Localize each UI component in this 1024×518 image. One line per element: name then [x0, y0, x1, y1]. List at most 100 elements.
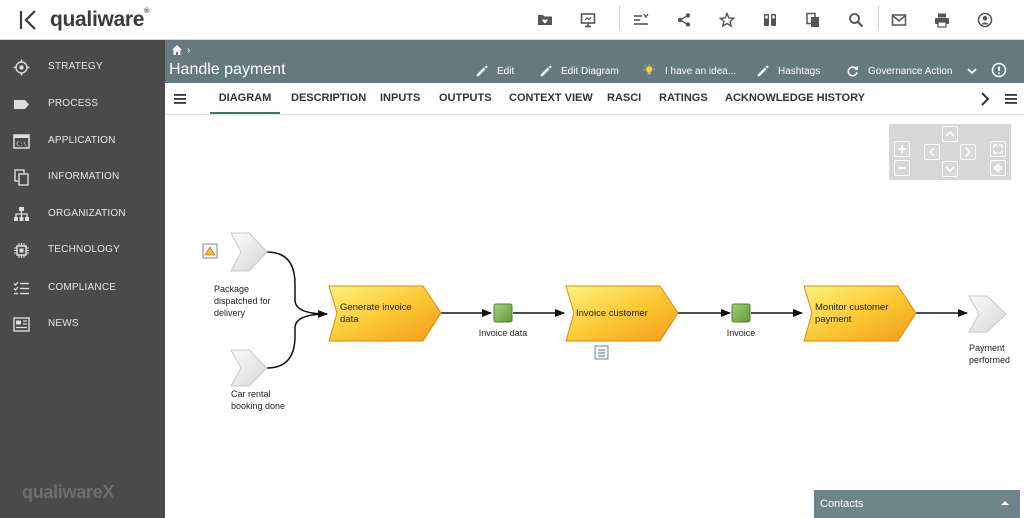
mail-button[interactable] [887, 8, 911, 32]
sidebar-item-label: NEWS [48, 318, 79, 329]
action-label: Edit Diagram [561, 65, 619, 77]
pencil-icon [757, 65, 769, 77]
governance-action-button[interactable]: Governance Action [846, 62, 953, 80]
zoom-in-button[interactable] [894, 141, 910, 157]
pan-right-button[interactable] [960, 144, 976, 160]
collapse-sidebar-icon[interactable] [18, 9, 40, 31]
share-button[interactable] [672, 8, 696, 32]
sidebar-item-label: STRATEGY [48, 61, 103, 72]
info-object-invoice-data[interactable] [493, 303, 513, 323]
expand-icon [993, 144, 1003, 154]
search-button[interactable] [844, 8, 868, 32]
actual-size-button[interactable] [990, 160, 1006, 176]
home-icon[interactable] [171, 44, 183, 56]
sidebar-item-information[interactable]: INFORMATION [0, 164, 165, 190]
event-label: Car rental booking done [231, 389, 286, 411]
hamburger-menu-icon[interactable] [173, 91, 189, 107]
chevron-right-icon[interactable] [977, 91, 993, 107]
plus-icon [898, 145, 906, 153]
diagram-canvas[interactable]: Package dispatched for delivery Car rent… [165, 116, 1024, 518]
sort-button[interactable] [629, 8, 653, 32]
footer-logo: qualiwareX [22, 482, 115, 502]
warning-attachment-icon[interactable] [202, 243, 218, 259]
tab-overflow-menu-icon[interactable] [1003, 91, 1019, 107]
shrink-icon [994, 164, 1002, 172]
tab-outputs[interactable]: OUTPUTS [439, 92, 492, 104]
star-icon [719, 12, 735, 28]
user-button[interactable] [973, 8, 997, 32]
folder-heart-button[interactable] [533, 8, 557, 32]
star-button[interactable] [715, 8, 739, 32]
process-tag-icon [12, 95, 30, 113]
action-label: Governance Action [868, 65, 953, 77]
page-title: Handle payment [169, 61, 286, 78]
pan-left-button[interactable] [924, 144, 940, 160]
tab-acknowledge-history[interactable]: ACKNOWLEDGE HISTORY [725, 92, 865, 104]
print-icon [935, 13, 949, 28]
tab-description[interactable]: DESCRIPTION [291, 92, 367, 104]
folder-heart-icon [538, 15, 552, 25]
svg-text:C:\: C:\ [16, 140, 27, 147]
pan-down-button[interactable] [942, 161, 958, 177]
action-label: Edit [497, 65, 515, 77]
edit-button[interactable]: Edit [475, 62, 514, 80]
zoom-out-button[interactable] [894, 160, 910, 176]
fit-to-screen-button[interactable] [990, 141, 1006, 157]
event-car-rental-booking[interactable] [230, 349, 268, 387]
copy-button[interactable] [801, 8, 825, 32]
edit-diagram-button[interactable]: Edit Diagram [539, 62, 619, 80]
minus-icon [898, 167, 906, 169]
sidebar-item-label: TECHNOLOGY [48, 244, 121, 255]
chevron-down-icon[interactable] [966, 66, 978, 76]
pencil-icon [476, 65, 488, 77]
top-toolbar [0, 8, 1024, 32]
compare-button[interactable] [758, 8, 782, 32]
tab-ratings[interactable]: RATINGS [659, 92, 708, 104]
sidebar: STRATEGY PROCESS C:\APPLICATION INFORMATION… [0, 40, 165, 518]
logo[interactable]: qualiware® [18, 8, 149, 32]
event-label: Payment performed [969, 343, 1011, 365]
tab-rasci[interactable]: RASCI [607, 92, 642, 104]
connector-car-to-generate [266, 313, 328, 369]
sidebar-item-strategy[interactable]: STRATEGY [0, 54, 165, 80]
event-package-dispatched[interactable] [230, 232, 268, 272]
tab-context-view[interactable]: CONTEXT VIEW [509, 92, 593, 104]
sidebar-item-news[interactable]: NEWS [0, 311, 165, 337]
info-alert-icon[interactable] [991, 62, 1007, 78]
target-icon [12, 58, 30, 76]
i-have-an-idea-button[interactable]: I have an idea... [643, 62, 736, 80]
toolbar-separator [878, 6, 879, 30]
sidebar-item-organization[interactable]: ORGANIZATION [0, 201, 165, 227]
event-payment-performed[interactable] [968, 295, 1007, 333]
user-icon [977, 12, 993, 28]
process-diagram [202, 232, 1007, 387]
tab-inputs[interactable]: INPUTS [380, 92, 421, 104]
application-window-icon: C:\ [12, 132, 30, 150]
contacts-panel-toggle[interactable]: Contacts [814, 490, 1020, 518]
document-attachment-icon[interactable] [594, 345, 609, 360]
presentation-button[interactable] [576, 8, 600, 32]
title-band: › Handle payment Edit Edit Diagram I have … [165, 40, 1024, 83]
newspaper-icon [12, 315, 30, 333]
tab-diagram[interactable]: DIAGRAM [210, 83, 280, 114]
function-invoice-customer[interactable] [565, 285, 679, 342]
info-object-invoice[interactable] [731, 303, 751, 323]
print-button[interactable] [930, 8, 954, 32]
chevron-up-icon [945, 130, 955, 137]
org-chart-icon [12, 205, 30, 223]
hashtags-button[interactable]: Hashtags [756, 62, 820, 80]
breadcrumb[interactable]: › [171, 44, 190, 56]
pan-up-button[interactable] [942, 126, 958, 142]
sidebar-item-label: ORGANIZATION [48, 208, 126, 219]
sidebar-item-process[interactable]: PROCESS [0, 91, 165, 117]
sidebar-item-compliance[interactable]: COMPLIANCE [0, 275, 165, 301]
sort-icon [634, 13, 649, 25]
toolbar-separator [619, 6, 620, 30]
search-icon [849, 13, 864, 28]
function-generate-invoice-data[interactable] [328, 285, 442, 342]
function-monitor-customer-payment[interactable] [803, 285, 917, 342]
sidebar-item-application[interactable]: C:\APPLICATION [0, 128, 165, 154]
lightbulb-icon [643, 64, 655, 75]
sidebar-item-technology[interactable]: TECHNOLOGY [0, 237, 165, 263]
